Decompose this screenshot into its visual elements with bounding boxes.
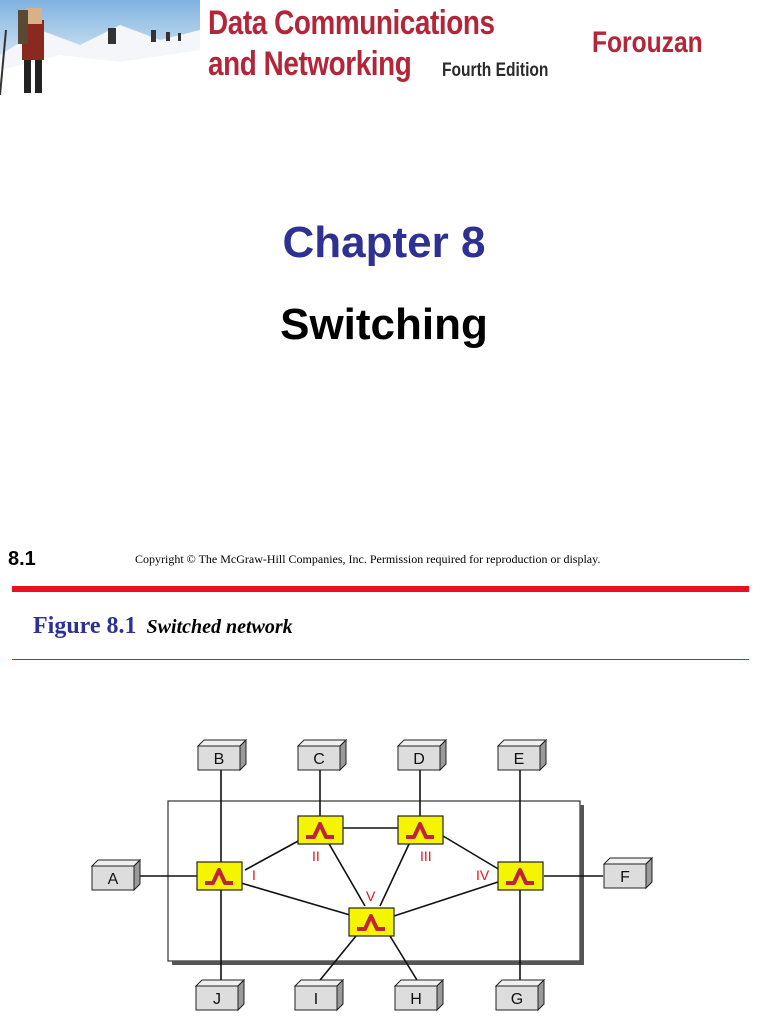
station-c: C bbox=[296, 738, 348, 772]
svg-text:H: H bbox=[410, 991, 422, 1008]
copyright-notice: Copyright © The McGraw-Hill Companies, I… bbox=[135, 552, 601, 566]
svg-text:G: G bbox=[511, 991, 523, 1008]
switch-v: V bbox=[348, 888, 395, 937]
book-title-line1: Data Communications bbox=[208, 4, 495, 42]
station-d: D bbox=[396, 738, 448, 772]
figure-caption: Switched network bbox=[146, 616, 293, 638]
svg-text:J: J bbox=[213, 991, 221, 1008]
book-banner: Data Communications and Networking Fourt… bbox=[0, 0, 768, 95]
slide-divider bbox=[12, 586, 749, 592]
figure-heading: Figure 8.1 Switched network bbox=[33, 613, 293, 640]
station-g: G bbox=[494, 978, 546, 1012]
title-slide: Data Communications and Networking Fourt… bbox=[0, 0, 768, 570]
chapter-title: Switching bbox=[280, 300, 488, 349]
switched-network-diagram: A B C D E F bbox=[0, 720, 768, 1024]
station-f: F bbox=[602, 856, 654, 890]
station-b: B bbox=[196, 738, 248, 772]
links bbox=[138, 758, 603, 986]
book-title-line2: and Networking bbox=[208, 45, 412, 83]
figure-label: Figure 8.1 bbox=[33, 613, 137, 639]
switch-ii: II bbox=[297, 815, 344, 864]
figure-rule bbox=[12, 659, 749, 660]
station-h: H bbox=[393, 978, 445, 1012]
station-a: A bbox=[90, 858, 142, 892]
svg-text:B: B bbox=[214, 751, 225, 768]
svg-text:A: A bbox=[108, 871, 119, 888]
station-e: E bbox=[496, 738, 548, 772]
mountaineers-photo bbox=[0, 0, 200, 95]
svg-text:C: C bbox=[313, 751, 325, 768]
svg-text:E: E bbox=[514, 751, 525, 768]
svg-text:II: II bbox=[312, 848, 320, 864]
station-i: I bbox=[293, 978, 345, 1012]
svg-text:I: I bbox=[252, 867, 256, 883]
book-author: Forouzan bbox=[592, 26, 703, 59]
svg-text:V: V bbox=[366, 888, 376, 904]
chapter-heading: Chapter 8 bbox=[282, 218, 486, 267]
svg-text:F: F bbox=[620, 869, 630, 886]
page-number: 8.1 bbox=[8, 548, 36, 570]
svg-text:III: III bbox=[420, 848, 432, 864]
switch-iv: IV bbox=[476, 861, 544, 891]
svg-text:I: I bbox=[314, 991, 318, 1008]
svg-text:IV: IV bbox=[476, 867, 490, 883]
station-j: J bbox=[194, 978, 246, 1012]
switch-iii: III bbox=[397, 815, 444, 864]
svg-text:D: D bbox=[413, 751, 425, 768]
switch-i: I bbox=[196, 861, 256, 891]
book-edition: Fourth Edition bbox=[442, 60, 549, 81]
